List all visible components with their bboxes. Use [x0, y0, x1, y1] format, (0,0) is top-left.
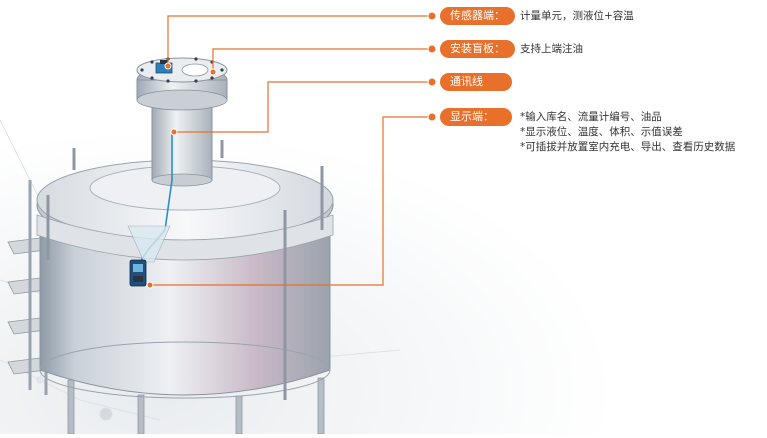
tank-legs	[67, 377, 325, 435]
callout-desc-sensor: 计量单元，测液位+容温	[520, 10, 634, 22]
callout-desc-display-line-2: *显示液位、温度、体积、示值误差	[520, 126, 683, 138]
leader-line-blind-plate	[212, 48, 432, 72]
leader-lines	[150, 15, 432, 286]
leader-dot-blind-plate	[209, 68, 217, 76]
display-terminal	[129, 259, 147, 287]
callout-label-display: 显示端：	[440, 108, 512, 126]
callout-desc-display-line-3: *可插拔并放置室内充电、导出、查看历史数据	[520, 141, 736, 153]
pill-dot-blind-plate	[427, 44, 437, 54]
flange-bolts	[140, 57, 224, 83]
tank-body	[39, 229, 331, 396]
leader-line-sensor	[167, 15, 432, 66]
leader-line-display	[150, 116, 432, 286]
leader-dot-sensor	[164, 62, 172, 70]
callout-label-sensor: 传感器端：	[440, 7, 515, 25]
leader-dots	[146, 11, 437, 289]
pill-dot-cable	[427, 77, 437, 87]
leader-dot-display	[146, 281, 154, 289]
support-rods	[46, 140, 324, 400]
leader-dot-cable	[170, 128, 178, 136]
leader-line-cable	[174, 81, 432, 133]
callout-label-cable: 通讯线	[440, 73, 512, 91]
pill-dot-display	[427, 112, 437, 122]
central-pipe	[151, 99, 213, 181]
pill-dot-sensor	[427, 11, 437, 21]
callout-label-blind-plate: 安装盲板：	[440, 40, 515, 58]
callout-desc-blind-plate: 支持上端注油	[520, 43, 583, 55]
callout-desc-display-line-1: *输入库名、流量计编号、油品	[520, 111, 662, 123]
